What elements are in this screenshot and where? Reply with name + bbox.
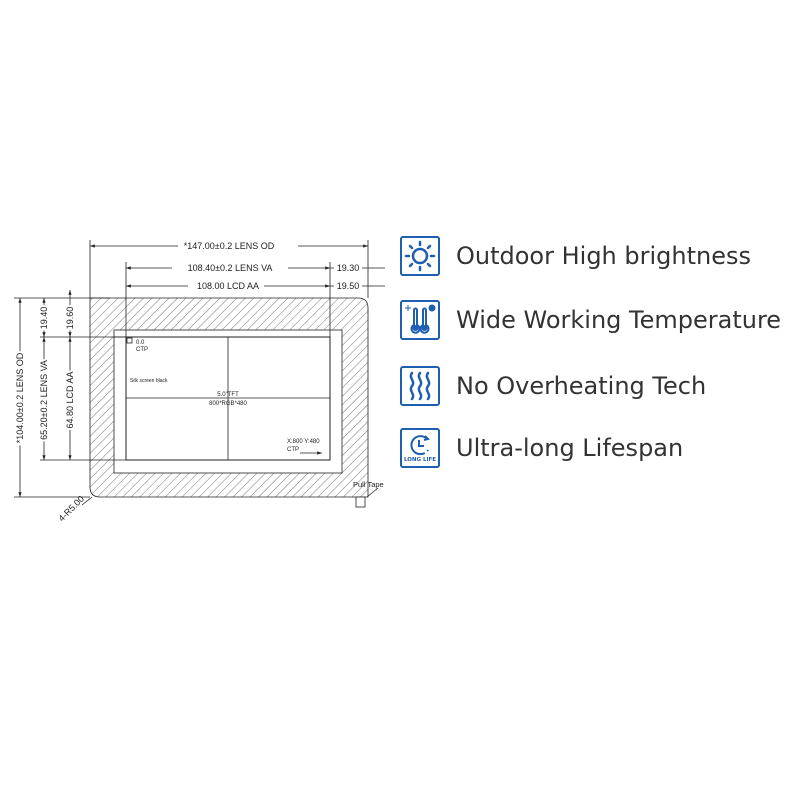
dim-top-offset-2: 19.60	[65, 307, 75, 330]
feature-label: Outdoor High brightness	[456, 242, 752, 270]
dim-right-offset-1: 19.30	[337, 263, 360, 273]
pull-tape-label: Pull Tape	[353, 480, 384, 489]
panel-size-label: 5.0"TFT	[217, 392, 239, 398]
clock-icon: LONG LIFE	[400, 428, 440, 468]
long-life-badge: LONG LIFE	[403, 457, 437, 463]
feature-label: Wide Working Temperature	[456, 306, 782, 334]
feature-wide-temperature: Wide Working Temperature	[400, 300, 781, 340]
origin-label: 0.0	[136, 340, 145, 346]
feature-no-overheating: No Overheating Tech	[400, 366, 706, 406]
end-ctp-label: CTP	[287, 447, 299, 453]
feature-label: No Overheating Tech	[456, 372, 707, 400]
dim-top-offset-1: 19.40	[39, 307, 49, 330]
thermometer-icon	[400, 300, 440, 340]
sun-icon	[400, 236, 440, 276]
silk-screen-label: Silk screen black	[130, 378, 168, 384]
dim-lens-od-width: *147.00±0.2 LENS OD	[184, 241, 275, 251]
dim-right-offset-2: 19.50	[337, 281, 360, 291]
origin-ctp-label: CTP	[136, 347, 148, 353]
dim-lens-va-width: 108.40±0.2 LENS VA	[188, 263, 273, 273]
dim-lcd-aa-width: 108.00 LCD AA	[197, 281, 259, 291]
end-coordinate-label: X:800 Y:480	[287, 439, 320, 445]
feature-long-lifespan: LONG LIFE Ultra-long Lifespan	[400, 428, 683, 468]
feature-label: Ultra-long Lifespan	[456, 434, 684, 462]
dim-lens-od-height: *104.00±0.2 LENS OD	[15, 352, 25, 443]
radius-label: 4-R5.00	[56, 494, 86, 524]
dim-lens-va-height: 65.20±0.2 LENS VA	[39, 360, 49, 440]
dimension-drawing: *147.00±0.2 LENS OD 108.40±0.2 LENS VA 1…	[13, 240, 385, 524]
feature-outdoor-brightness: Outdoor High brightness	[400, 236, 751, 276]
heat-waves-icon	[400, 366, 440, 406]
dim-lcd-aa-height: 64.80 LCD AA	[65, 371, 75, 428]
resolution-label: 800*RGB*480	[209, 401, 247, 407]
